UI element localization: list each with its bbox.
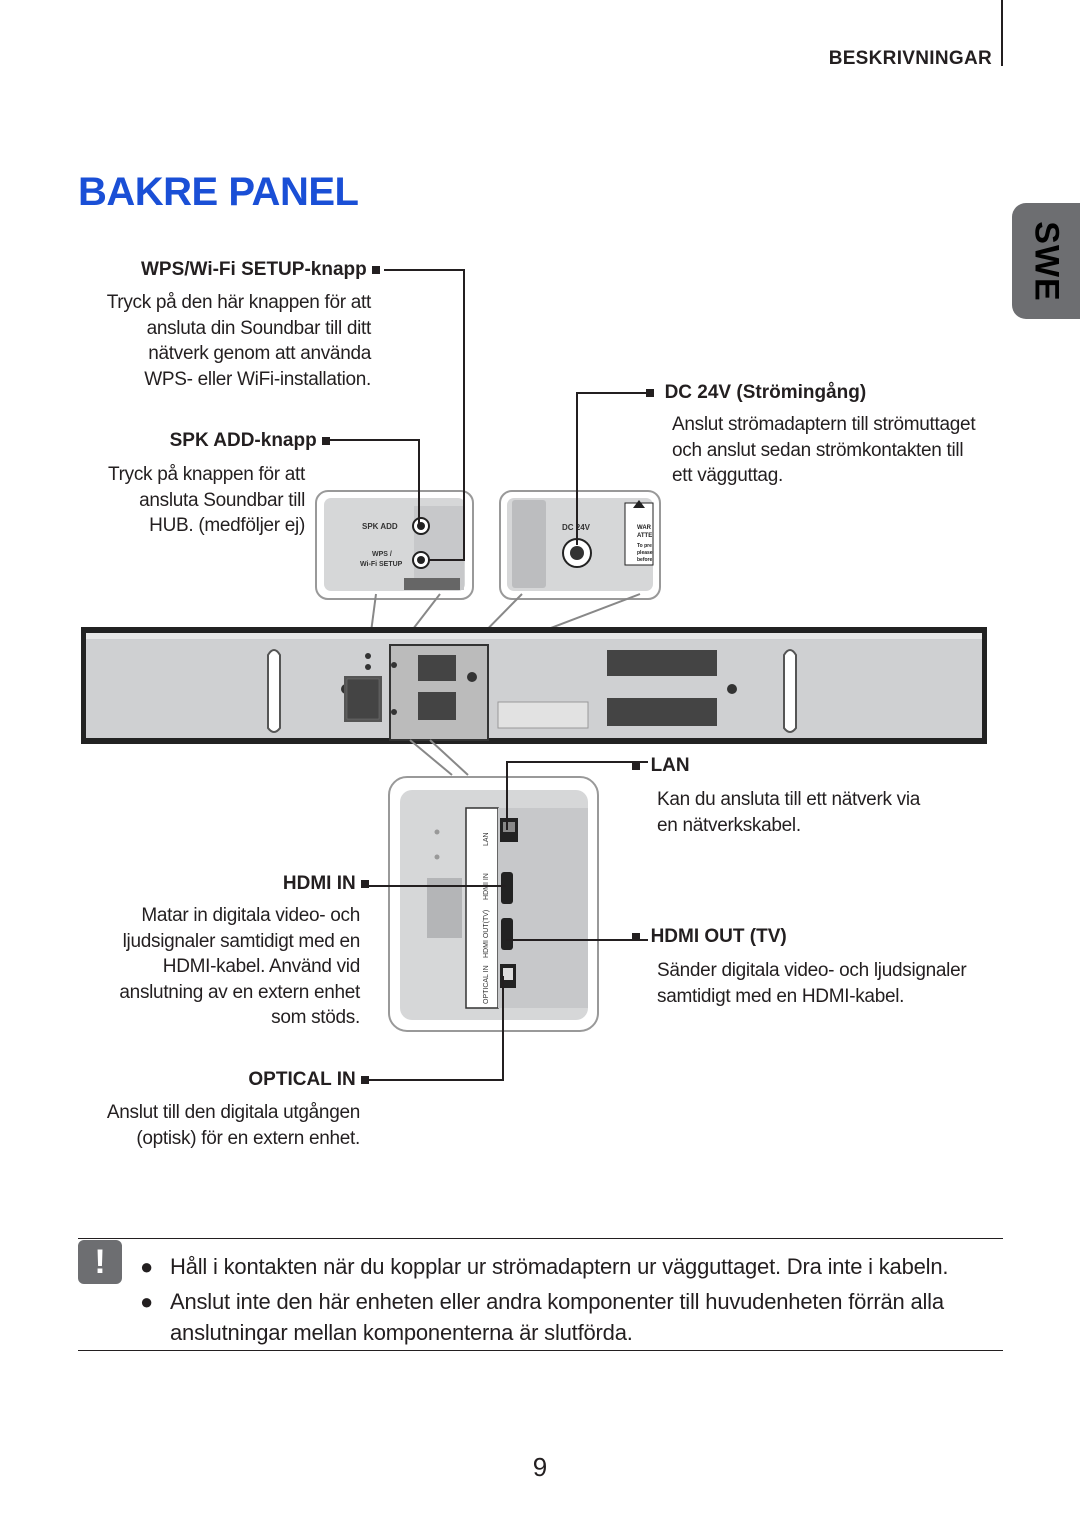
warn-3: To pre bbox=[637, 543, 652, 549]
optical-callout: OPTICAL IN bbox=[248, 1069, 369, 1091]
port-hdmi-out-print: HDMI OUT(TV) bbox=[483, 910, 490, 958]
section-header: BESKRIVNINGAR bbox=[828, 48, 992, 69]
notes-top-rule bbox=[78, 1238, 1003, 1239]
wps-print-1: WPS / bbox=[372, 551, 392, 558]
header-rule bbox=[1001, 0, 1003, 66]
language-tab: SWE bbox=[1012, 203, 1080, 319]
lan-callout: LAN bbox=[632, 755, 690, 777]
page-number: 9 bbox=[532, 1452, 548, 1482]
notes-bottom-rule bbox=[78, 1350, 1003, 1351]
optical-description: Anslut till den digitala utgången(optisk… bbox=[106, 1102, 360, 1149]
wps-callout: WPS/Wi-Fi SETUP-knapp bbox=[141, 259, 380, 281]
wps-label: WPS/Wi-Fi SETUP-knapp bbox=[141, 259, 380, 281]
hdmi-out-callout: HDMI OUT (TV) bbox=[632, 926, 787, 948]
soundbar-rear bbox=[81, 627, 987, 744]
optical-label: OPTICAL IN bbox=[248, 1069, 369, 1091]
warn-2: ATTE bbox=[637, 533, 652, 539]
zoom-right-callout: DC 24V WAR ATTE To pre please before bbox=[499, 490, 661, 600]
hdmi-in-label: HDMI IN bbox=[283, 873, 369, 895]
dc-label: DC 24V (Strömingång) bbox=[646, 382, 866, 404]
warn-5: before bbox=[637, 557, 653, 563]
warn-1: WAR bbox=[637, 525, 652, 531]
leader-lines bbox=[326, 269, 648, 1081]
dc-callout: DC 24V (Strömingång) bbox=[646, 382, 866, 404]
zoom-left-callout: SPK ADD WPS / Wi-Fi SETUP bbox=[315, 490, 474, 600]
hdmi-in-callout: HDMI IN bbox=[283, 873, 369, 895]
wps-print-2: Wi-Fi SETUP bbox=[360, 561, 403, 568]
lan-label: LAN bbox=[632, 755, 690, 777]
hdmi-out-label: HDMI OUT (TV) bbox=[632, 926, 787, 948]
page-title: BAKRE PANEL bbox=[78, 170, 359, 214]
port-optical-print: OPTICAL IN bbox=[483, 965, 490, 1004]
port-lan-print: LAN bbox=[483, 832, 490, 846]
spk-label: SPK ADD-knapp bbox=[170, 430, 330, 452]
zoom-bottom-callout: LAN HDMI IN HDMI OUT(TV) OPTICAL IN bbox=[388, 776, 599, 1032]
warn-4: please bbox=[637, 550, 653, 556]
spk-add-print: SPK ADD bbox=[362, 522, 398, 531]
caution-icon: ! bbox=[78, 1240, 122, 1284]
spk-callout: SPK ADD-knapp bbox=[170, 430, 330, 452]
